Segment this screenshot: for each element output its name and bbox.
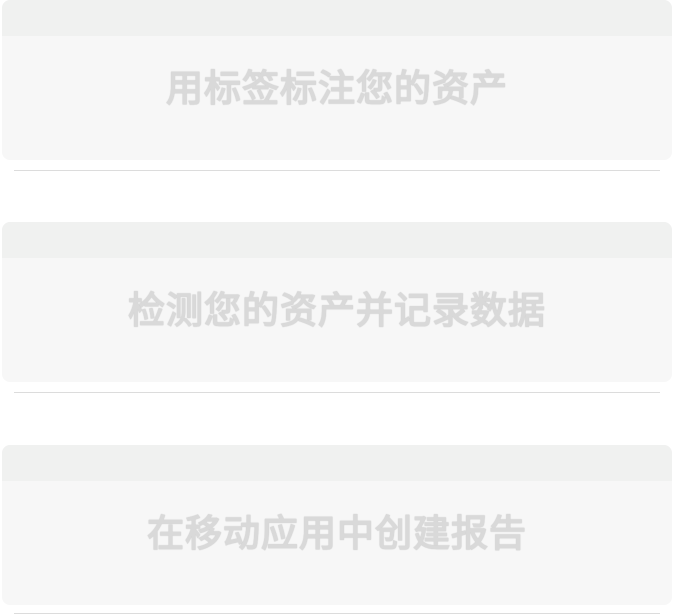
card-title: 用标签标注您的资产	[166, 67, 508, 110]
card-title: 在移动应用中创建报告	[147, 512, 527, 555]
feature-card-mobile-reports: 在移动应用中创建报告	[2, 445, 672, 605]
divider	[14, 613, 660, 614]
card-header-band	[2, 0, 672, 36]
card-header-band	[2, 445, 672, 481]
card-header-band	[2, 222, 672, 258]
divider	[14, 170, 660, 171]
feature-card-tag-assets: 用标签标注您的资产	[2, 0, 672, 160]
divider	[14, 392, 660, 393]
feature-card-inspect-assets: 检测您的资产并记录数据	[2, 222, 672, 382]
card-title: 检测您的资产并记录数据	[128, 289, 546, 332]
